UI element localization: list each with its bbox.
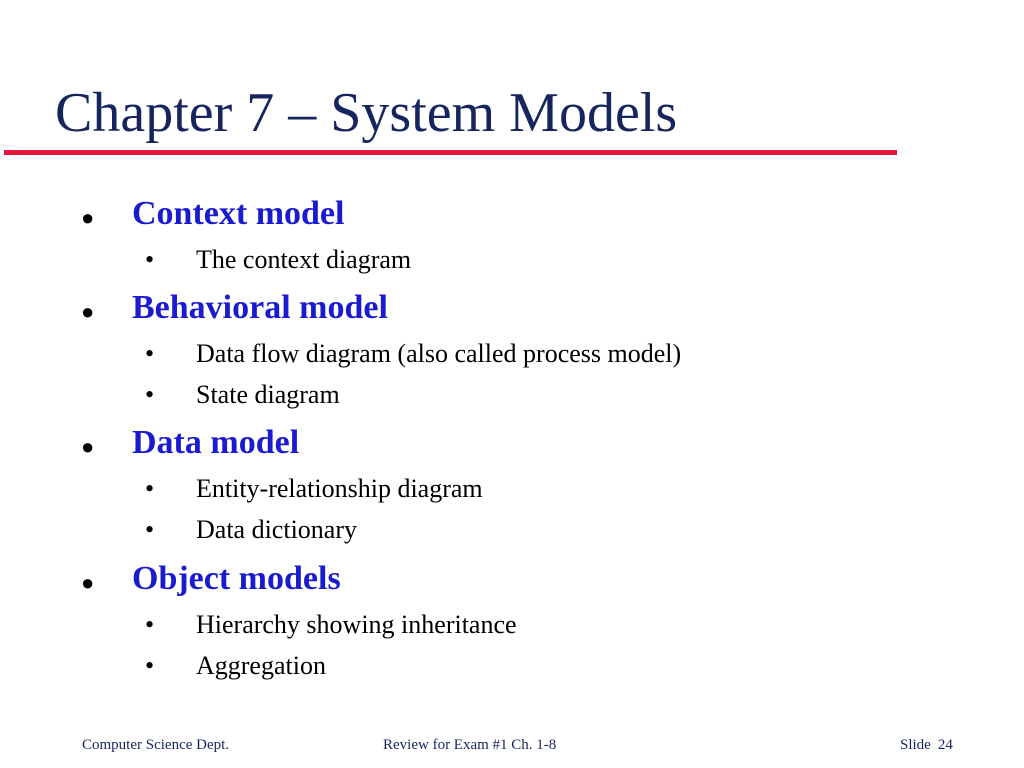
footer-department: Computer Science Dept.: [82, 737, 230, 753]
filled-circle-bullet-icon: ●: [81, 570, 95, 595]
filled-circle-bullet-icon: ●: [81, 299, 95, 324]
list-item-label: Data dictionary: [196, 515, 357, 544]
filled-circle-bullet-icon: ●: [81, 434, 95, 459]
section-heading: Behavioral model: [132, 289, 388, 326]
footer-course-title: Review for Exam #1 Ch. 1-8: [383, 737, 557, 753]
list-item-label: Hierarchy showing inheritance: [196, 610, 517, 639]
small-dot-bullet-icon: •: [145, 610, 155, 639]
small-dot-bullet-icon: •: [145, 339, 155, 368]
small-dot-bullet-icon: •: [145, 245, 155, 274]
slide-number: Slide 24: [900, 737, 953, 754]
small-dot-bullet-icon: •: [145, 515, 155, 544]
list-item-label: The context diagram: [196, 245, 412, 274]
slide-title: Chapter 7 – System Models: [55, 82, 678, 144]
small-dot-bullet-icon: •: [145, 651, 155, 680]
list-item-label: State diagram: [196, 380, 340, 409]
list-item-label: Data flow diagram (also called process m…: [196, 339, 682, 368]
filled-circle-bullet-icon: ●: [81, 205, 95, 230]
slide-number-value: 24: [937, 737, 953, 753]
small-dot-bullet-icon: •: [145, 380, 155, 409]
list-item-label: Entity-relationship diagram: [196, 474, 483, 503]
title-underline-rule: [4, 150, 897, 155]
small-dot-bullet-icon: •: [145, 474, 155, 503]
section-heading: Context model: [132, 195, 345, 232]
section-heading: Data model: [132, 424, 300, 461]
section-heading: Object models: [132, 560, 341, 597]
list-item-label: Aggregation: [196, 651, 326, 680]
slide-number-label: Slide: [900, 737, 931, 753]
